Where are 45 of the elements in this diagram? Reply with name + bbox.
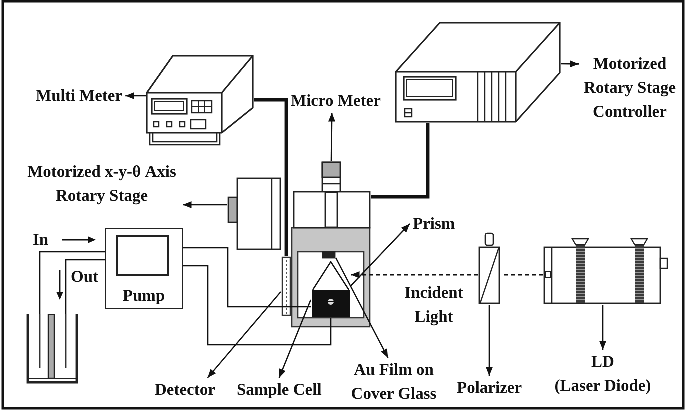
leader-line [183,202,227,208]
part-label: Micro Meter [288,89,384,113]
leader-line [561,60,579,68]
rotary-stage-drawing [227,177,282,251]
pump-box [105,228,183,309]
cable [371,123,430,199]
tube [39,251,105,314]
tube [183,247,311,308]
flow-direction-label: Out [70,266,100,288]
part-label: Multi Meter [33,84,126,108]
part-label: LD [592,351,614,373]
multimeter-drawing [146,55,254,146]
part-label: (Laser Diode) [554,375,652,397]
part-label: Polarizer [454,376,526,400]
leader-line [278,300,312,378]
beaker-drawing [26,314,79,384]
tube [65,259,105,314]
leader-line [207,292,282,378]
leader-line [335,258,389,358]
leader-line [600,305,606,350]
thin-film-layer [322,251,336,259]
tube [183,265,332,346]
prism-drawing [311,261,351,291]
detector-drawing [281,256,292,317]
leader-line [328,113,336,161]
flow-direction-label: In [32,229,50,251]
light-beam [501,274,543,276]
part-label: Au Film on Cover Glass [346,358,442,406]
mounting-plate-drawing [293,191,371,229]
part-label: Prism [410,212,458,236]
part-label: Motorized x-y-θ Axis Rotary Stage [21,160,183,208]
light-beam [351,272,478,278]
part-label: Detector [152,378,218,402]
leader-line [350,224,410,286]
stage-controller-drawing [395,22,561,123]
part-label: Pump [122,285,166,307]
part-label: Motorized Rotary Stage Controller [579,52,681,124]
cable [254,98,288,256]
laser-diode-drawing [543,238,669,305]
micrometer-drawing [321,161,342,193]
part-label: Sample Cell [234,378,325,402]
sample-cell-drawing [311,289,351,318]
leader-line [126,92,146,100]
polarizer-drawing [478,232,501,305]
leader-line [486,305,493,376]
